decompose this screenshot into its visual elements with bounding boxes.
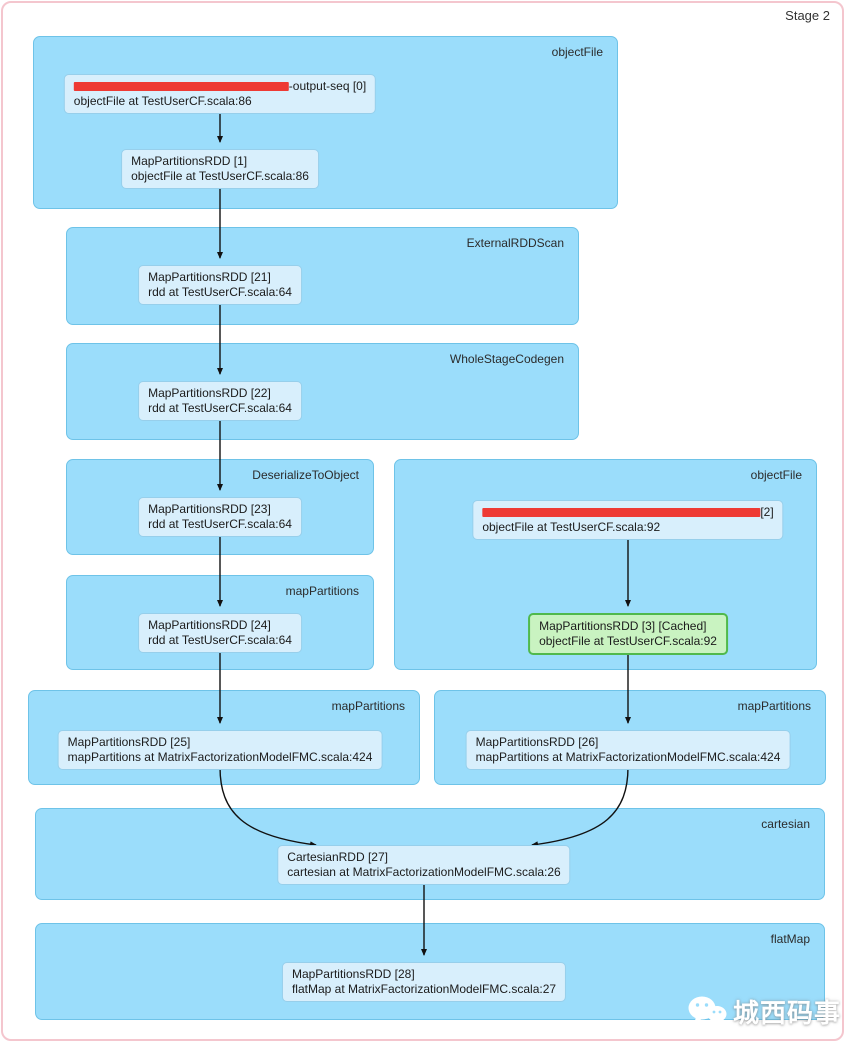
rdd-node-24[interactable]: MapPartitionsRDD [24] rdd at TestUserCF.…	[138, 613, 302, 653]
rdd-node-23[interactable]: MapPartitionsRDD [23] rdd at TestUserCF.…	[138, 497, 302, 537]
node-title: MapPartitionsRDD [24]	[148, 618, 271, 632]
node-callsite: rdd at TestUserCF.scala:64	[148, 517, 292, 531]
cluster-label: mapPartitions	[285, 584, 359, 598]
node-callsite: cartesian at MatrixFactorizationModelFMC…	[287, 865, 561, 879]
node-callsite: mapPartitions at MatrixFactorizationMode…	[475, 750, 781, 764]
node-callsite: rdd at TestUserCF.scala:64	[148, 401, 292, 415]
node-title: MapPartitionsRDD [26]	[475, 735, 599, 749]
node-title: MapPartitionsRDD [23]	[148, 502, 271, 516]
wechat-icon	[688, 996, 727, 1026]
watermark: 城西码事	[687, 993, 841, 1030]
cluster-label: objectFile	[551, 45, 603, 59]
node-callsite: objectFile at TestUserCF.scala:92	[482, 520, 661, 534]
node-callsite: objectFile at TestUserCF.scala:86	[131, 169, 309, 183]
node-callsite: objectFile at TestUserCF.scala:86	[73, 94, 252, 108]
node-title-suffix: -output-seq [0]	[288, 79, 367, 93]
node-callsite: flatMap at MatrixFactorizationModelFMC.s…	[291, 982, 557, 996]
stage-label: Stage 2	[785, 8, 830, 23]
node-title: MapPartitionsRDD [25]	[67, 735, 191, 749]
rdd-node-28[interactable]: MapPartitionsRDD [28] flatMap at MatrixF…	[281, 962, 567, 1002]
node-callsite: rdd at TestUserCF.scala:64	[148, 633, 292, 647]
rdd-node-2[interactable]: [2] objectFile at TestUserCF.scala:92	[472, 500, 784, 540]
node-callsite: objectFile at TestUserCF.scala:92	[539, 634, 717, 648]
cluster-label: mapPartitions	[737, 699, 811, 713]
cluster-label: flatMap	[770, 932, 810, 946]
rdd-node-0[interactable]: -output-seq [0] objectFile at TestUserCF…	[63, 74, 377, 114]
node-title: MapPartitionsRDD [21]	[148, 270, 271, 284]
node-title: CartesianRDD [27]	[287, 850, 388, 864]
node-callsite: mapPartitions at MatrixFactorizationMode…	[67, 750, 373, 764]
node-callsite: rdd at TestUserCF.scala:64	[148, 285, 292, 299]
cluster-label: DeserializeToObject	[252, 468, 359, 482]
redaction-bar	[73, 82, 289, 91]
node-title: MapPartitionsRDD [22]	[148, 386, 271, 400]
node-title: -output-seq [0]	[73, 79, 367, 94]
cluster-label: objectFile	[750, 468, 802, 482]
rdd-node-26[interactable]: MapPartitionsRDD [26] mapPartitions at M…	[465, 730, 791, 770]
watermark-text: 城西码事	[732, 998, 841, 1028]
node-title: MapPartitionsRDD [3] [Cached]	[539, 619, 707, 633]
redaction-bar	[482, 508, 761, 517]
rdd-node-25[interactable]: MapPartitionsRDD [25] mapPartitions at M…	[57, 730, 383, 770]
node-title: MapPartitionsRDD [1]	[131, 154, 248, 168]
cluster-label: WholeStageCodegen	[449, 352, 564, 366]
node-title: [2]	[482, 505, 774, 520]
cluster-label: ExternalRDDScan	[466, 236, 564, 250]
rdd-node-22[interactable]: MapPartitionsRDD [22] rdd at TestUserCF.…	[138, 381, 302, 421]
cluster-label: cartesian	[761, 817, 810, 831]
cluster-label: mapPartitions	[331, 699, 405, 713]
rdd-node-1[interactable]: MapPartitionsRDD [1] objectFile at TestU…	[121, 149, 319, 189]
rdd-node-27[interactable]: CartesianRDD [27] cartesian at MatrixFac…	[277, 845, 571, 885]
rdd-node-3-cached[interactable]: MapPartitionsRDD [3] [Cached] objectFile…	[528, 613, 728, 655]
node-title: MapPartitionsRDD [28]	[291, 967, 415, 981]
node-title-suffix: [2]	[760, 505, 774, 519]
rdd-node-21[interactable]: MapPartitionsRDD [21] rdd at TestUserCF.…	[138, 265, 302, 305]
